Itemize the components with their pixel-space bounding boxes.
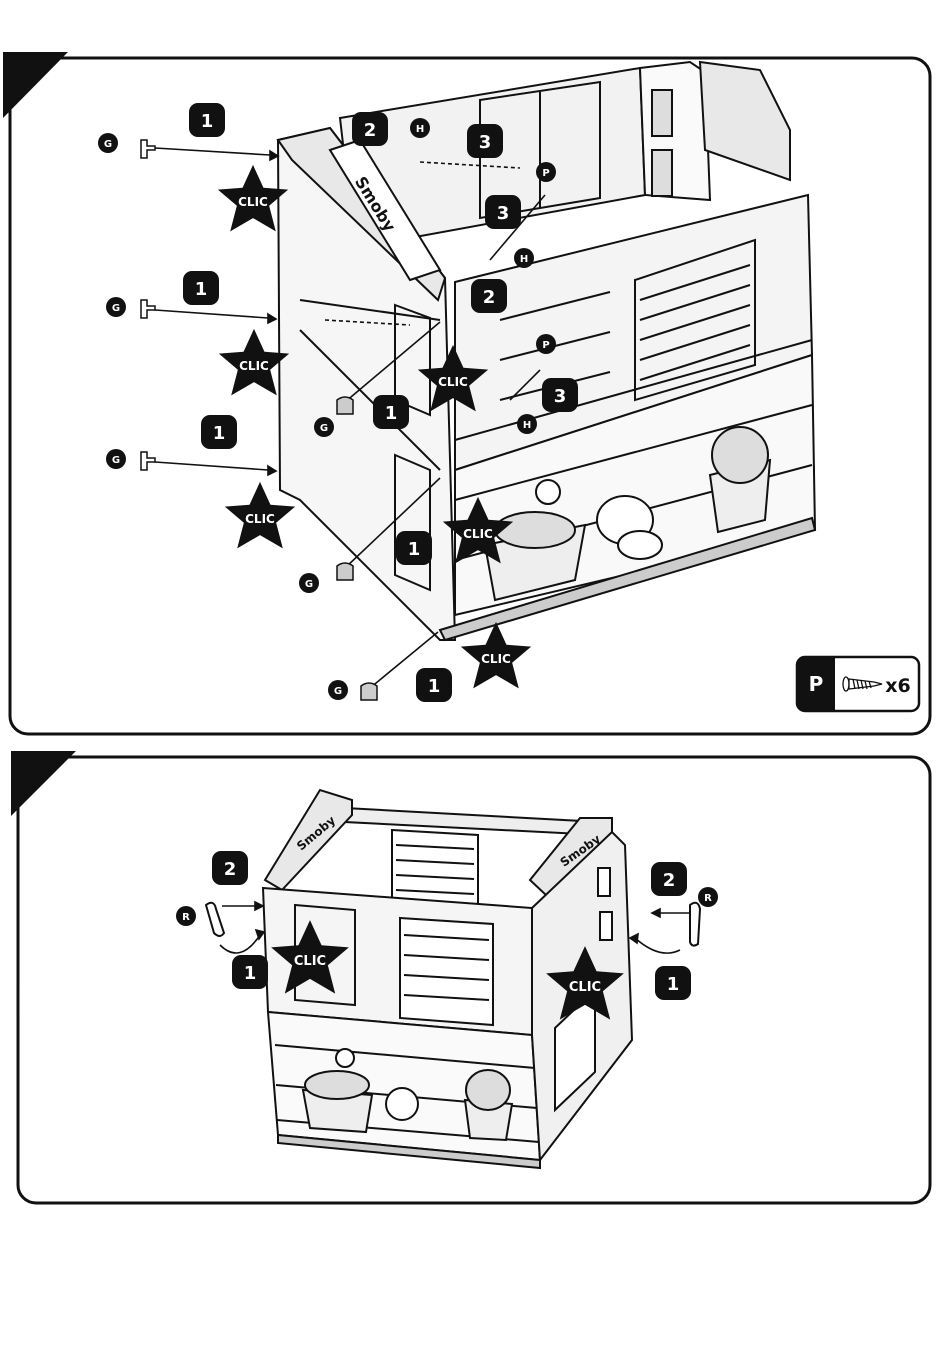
part-letter: H xyxy=(523,420,531,431)
step-number: 1 xyxy=(667,974,680,995)
panel-top: Smoby xyxy=(3,52,930,734)
part-letter: R xyxy=(182,912,190,923)
panel-bottom: Smoby Smoby CLIC CLIC xyxy=(11,751,930,1203)
step-number: 2 xyxy=(663,870,676,891)
step-number: 2 xyxy=(224,859,237,880)
step-number: 2 xyxy=(483,287,496,308)
part-letter: H xyxy=(520,254,528,265)
clic-label: CLIC xyxy=(239,359,269,373)
clic-label: CLIC xyxy=(481,652,511,666)
part-letter: R xyxy=(704,893,712,904)
part-letter: P xyxy=(542,340,549,351)
part-letter: G xyxy=(334,686,342,697)
part-letter: P xyxy=(542,168,549,179)
clic-label: CLIC xyxy=(463,527,493,541)
step-number: 3 xyxy=(554,386,567,407)
parts-box-quantity: x6 xyxy=(885,675,910,697)
parts-box-letter: P xyxy=(809,672,824,696)
clic-label: CLIC xyxy=(438,375,468,389)
clic-label: CLIC xyxy=(245,512,275,526)
part-letter: H xyxy=(416,124,424,135)
step-number: 2 xyxy=(364,120,377,141)
step-number: 1 xyxy=(244,963,257,984)
step-number: 1 xyxy=(213,423,226,444)
part-letter: G xyxy=(305,579,313,590)
part-letter: G xyxy=(112,303,120,314)
clic-label: CLIC xyxy=(238,195,268,209)
step-number: 1 xyxy=(428,676,441,697)
step-number: 3 xyxy=(479,132,492,153)
part-letter: G xyxy=(104,139,112,150)
part-letter: G xyxy=(112,455,120,466)
clic-label: CLIC xyxy=(294,954,326,969)
clic-label: CLIC xyxy=(569,980,601,995)
step-number: 1 xyxy=(385,403,398,424)
part-letter: G xyxy=(320,423,328,434)
step-number: 1 xyxy=(408,539,421,560)
step-number: 1 xyxy=(195,279,208,300)
step-number: 1 xyxy=(201,111,214,132)
step-number: 3 xyxy=(497,203,510,224)
